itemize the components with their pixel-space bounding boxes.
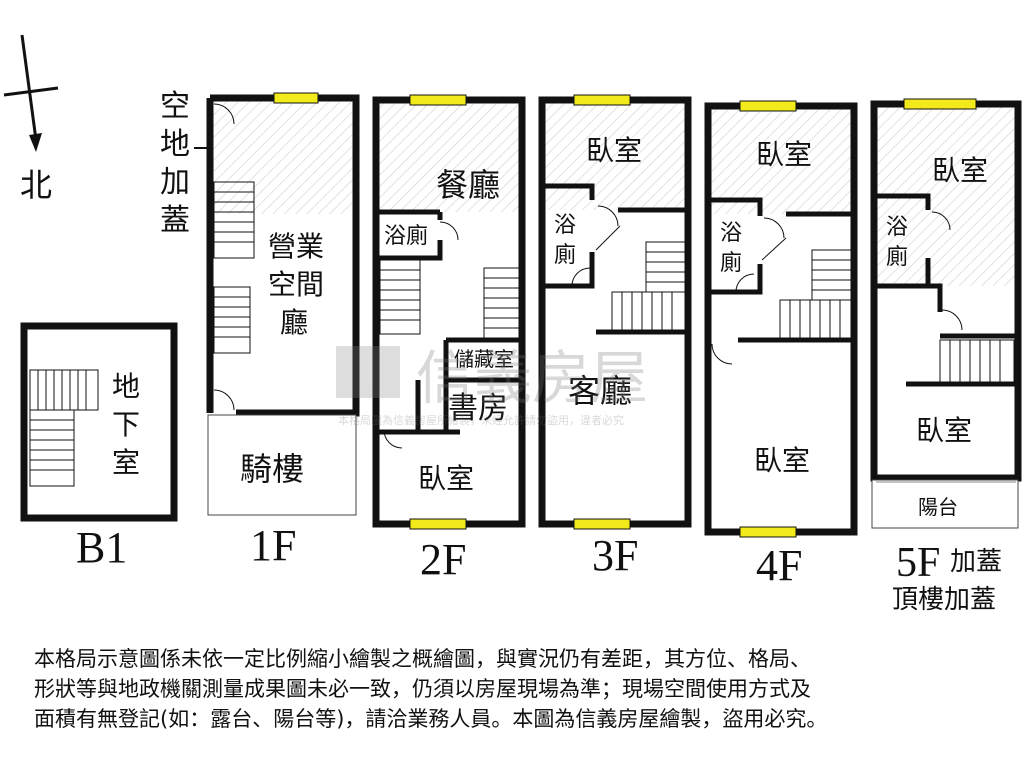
watermark-brand: 信義房屋 [416,344,648,412]
room-label: 臥室 [418,462,474,495]
room-label: 空間 [268,268,324,301]
stairs [611,241,687,333]
floor-label-4f: 4F [756,541,802,590]
north-compass: 北 [3,34,59,204]
stairs [779,249,853,341]
disclaimer-line: 本格局示意圖係未依一定比例縮小繪製之概繪圖，與實況仍有差距，其方位、格局、 [34,647,811,671]
room-label: 臥室 [754,444,810,477]
floor-3f: 臥室 浴 廁 客廳 3F [538,94,692,580]
floor-4f: 臥室 浴 廁 臥室 4F [704,100,858,590]
room-label: 浴 [720,221,742,246]
floor-label-5f: 5F [896,540,940,586]
room-label: 下 [112,408,140,441]
room-label: 廁 [720,251,742,276]
stairs [379,259,523,341]
room-label: 騎樓 [240,450,304,488]
annex-label: 地 [160,127,190,162]
room-label: 浴廁 [384,224,428,249]
stairs [213,181,255,354]
room-label: 餐廳 [436,166,500,204]
room-label: 臥室 [586,134,642,167]
floor-label-1f: 1F [250,521,296,570]
floor-label-5f-suffix: 加蓋 [950,547,1002,577]
floor-5f: 臥室 浴 廁 臥室 陽台 5F 加蓋 頂樓加蓋 [870,98,1022,615]
floor-label-b1: B1 [76,523,127,572]
room-label: 書房 [448,391,508,426]
floor-1f: 空 地 加 蓋 營業 空間 廳 騎樓 1F [160,89,360,570]
room-label: 臥室 [932,154,988,187]
room-label: 廁 [554,243,576,268]
annex-label: 蓋 [160,203,190,238]
room-label: 儲藏室 [454,347,514,371]
floor-label-5f-sub: 頂樓加蓋 [892,585,996,615]
room-label: 營業 [268,230,324,263]
room-label: 室 [112,446,140,479]
floor-label-3f: 3F [592,531,638,580]
room-label: 浴 [886,215,908,240]
stairs [939,339,1015,383]
room-label: 臥室 [756,138,812,171]
room-label: 地 [112,370,140,403]
annex-label: 空 [160,89,190,124]
disclaimer-line: 面積有無登記(如：露台、陽台等)，請洽業務人員。本圖為信義房屋繪製，盜用必究。 [34,707,828,731]
room-label: 廁 [886,245,908,270]
room-label: 客廳 [568,372,632,410]
stairs [29,369,99,487]
annex-label: 加 [160,165,190,200]
north-label: 北 [20,166,52,204]
room-label: 陽台 [918,495,958,519]
floor-label-2f: 2F [420,535,466,584]
room-label: 臥室 [916,414,972,447]
disclaimer: 本格局示意圖係未依一定比例縮小繪製之概繪圖，與實況仍有差距，其方位、格局、 形狀… [34,644,1004,734]
floor-2f: 餐廳 浴廁 儲藏室 書房 臥室 2F [372,94,526,584]
watermark-notice: 本格局圖為信義房屋所繪製，未經允許請勿盜用，違者必究 [338,413,624,427]
room-label: 廳 [280,306,308,339]
disclaimer-line: 形狀等與地政機關測量成果圖未必一致，仍須以房屋現場為準；現場空間使用方式及 [34,677,811,701]
watermark: 信義房屋 本格局圖為信義房屋所繪製，未經允許請勿盜用，違者必究 [336,344,648,427]
floor-b1: 地 下 室 B1 [20,322,178,572]
room-label: 浴 [554,213,576,238]
